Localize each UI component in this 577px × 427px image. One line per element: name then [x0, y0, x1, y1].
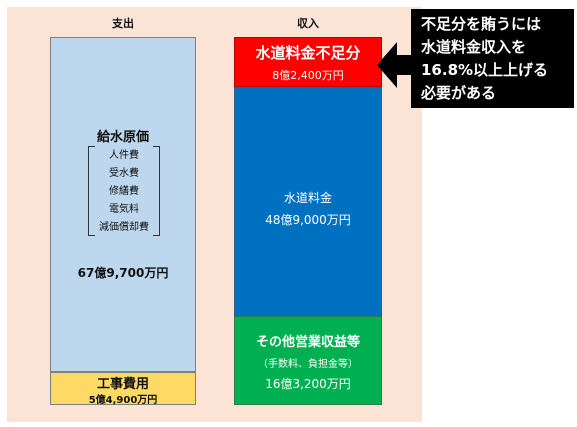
- water-fee-amount: 48億9,000万円: [265, 213, 351, 227]
- water-fee-box: 水道料金 48億9,000万円: [234, 87, 382, 316]
- right-bracket: [153, 146, 160, 236]
- income-header: 収入: [297, 17, 319, 30]
- water-fee-title: 水道料金: [283, 191, 332, 205]
- construction-amount: 5億4,900万円: [88, 395, 158, 406]
- supply-cost-items: 人件費 受水費 修繕費 電気料 減価償却費: [88, 144, 160, 236]
- shortage-title: 水道料金不足分: [255, 44, 361, 62]
- other-revenue-box: その他営業収益等 （手数料、負担金等） 16億3,200万円: [234, 316, 382, 405]
- fee-shortage-box: 水道料金不足分 8億2,400万円: [234, 37, 382, 87]
- cost-item: 受水費: [109, 168, 139, 179]
- expense-header: 支出: [112, 17, 134, 30]
- callout-line: 不足分を賄うには: [421, 15, 542, 33]
- shortage-amount: 8億2,400万円: [272, 69, 344, 82]
- callout-box: 不足分を賄うには 水道料金収入を 16.8%以上上げる 必要がある: [411, 9, 574, 108]
- cost-item: 減価償却費: [99, 222, 149, 233]
- cost-item: 電気料: [109, 204, 139, 215]
- left-bracket: [88, 146, 95, 236]
- other-revenue-note: （手数料、負担金等）: [258, 359, 358, 370]
- callout-line: 水道料金収入を: [421, 38, 527, 56]
- supply-cost-title: 給水原価: [96, 130, 149, 145]
- other-revenue-amount: 16億3,200万円: [265, 377, 351, 391]
- diagram-panel: 支出 収入 給水原価 人件費 受水費 修繕費 電気料 減価償却費 67億9,70…: [7, 7, 422, 422]
- callout-line: 16.8%以上上げる: [421, 61, 549, 79]
- supply-cost-amount: 67億9,700万円: [77, 266, 169, 280]
- cost-item: 修繕費: [109, 186, 139, 197]
- other-revenue-title: その他営業収益等: [255, 335, 360, 350]
- construction-cost-box: 工事費用 5億4,900万円: [50, 372, 196, 406]
- callout-line: 必要がある: [421, 84, 497, 102]
- construction-title: 工事費用: [96, 377, 149, 392]
- cost-item: 人件費: [109, 150, 139, 161]
- supply-cost-box: 給水原価 人件費 受水費 修繕費 電気料 減価償却費 67億9,700万円: [50, 37, 196, 372]
- arrow-left-icon: [377, 42, 413, 88]
